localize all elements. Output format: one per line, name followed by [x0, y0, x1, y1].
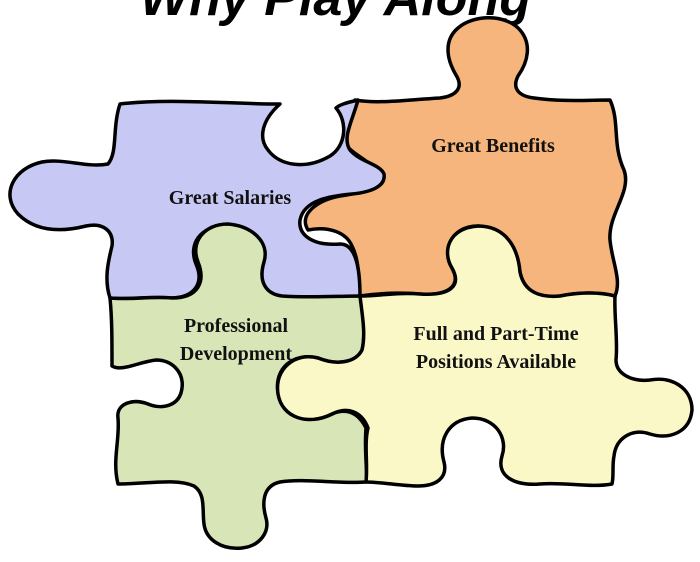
puzzle-piece-positions — [275, 224, 694, 488]
label-line: Great Salaries — [169, 187, 292, 209]
label-line: Professional — [184, 315, 289, 337]
label-line: Development — [180, 343, 293, 365]
label-line: Positions Available — [416, 351, 576, 373]
label-line: Great Benefits — [431, 135, 555, 157]
label-great-benefits: Great Benefits — [431, 135, 555, 157]
label-great-salaries: Great Salaries — [169, 187, 292, 209]
label-line: Full and Part-Time — [413, 323, 578, 345]
